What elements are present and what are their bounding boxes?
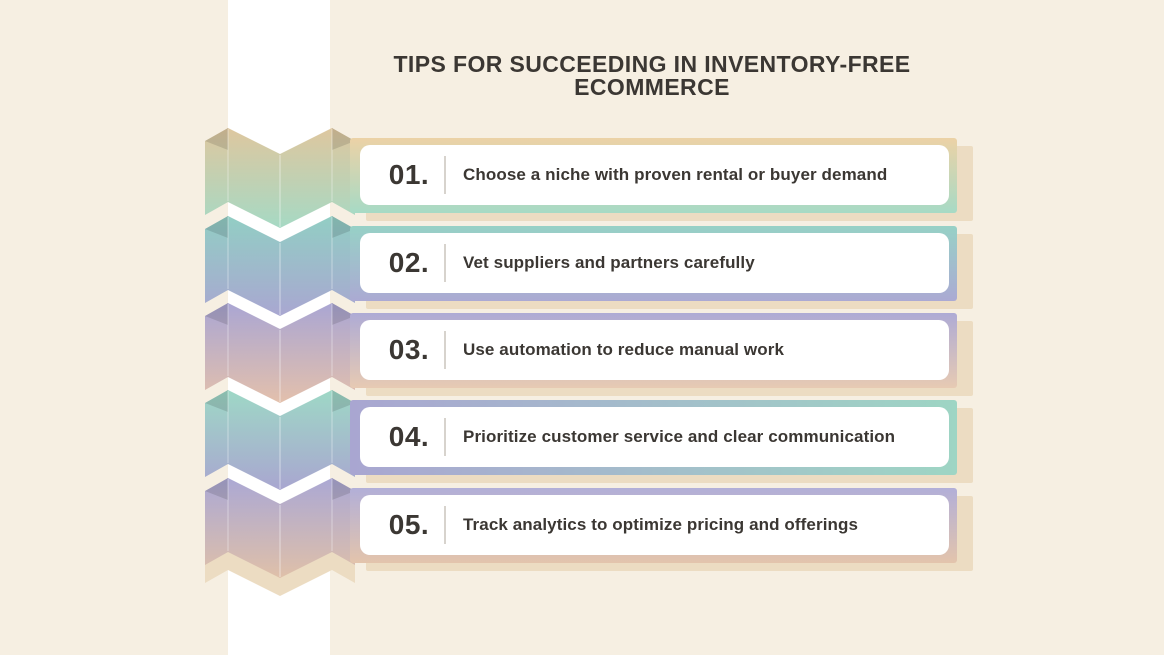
chevron-fold-right <box>332 128 355 150</box>
chevron-fold-left <box>205 478 228 500</box>
tip-card: 05. Track analytics to optimize pricing … <box>360 495 949 555</box>
chevron-fold-left <box>205 128 228 150</box>
tip-row: 02. Vet suppliers and partners carefully <box>350 226 973 309</box>
chevron-fold-right <box>332 390 355 412</box>
tip-card: 04. Prioritize customer service and clea… <box>360 407 949 467</box>
divider-line <box>444 244 446 282</box>
chevron-fold-right <box>332 216 355 238</box>
tip-card: 03. Use automation to reduce manual work <box>360 320 949 380</box>
divider-line <box>444 418 446 456</box>
tip-number: 02. <box>388 247 430 278</box>
tip-row: 04. Prioritize customer service and clea… <box>350 400 973 483</box>
tip-text: Vet suppliers and partners carefully <box>463 253 755 272</box>
tip-number: 01. <box>388 159 430 190</box>
chevron-arrows <box>205 128 355 596</box>
tip-text: Track analytics to optimize pricing and … <box>463 515 859 534</box>
tip-row: 01. Choose a niche with proven rental or… <box>350 138 973 221</box>
tip-row: 05. Track analytics to optimize pricing … <box>350 488 973 571</box>
divider-line <box>444 331 446 369</box>
tip-card: 01. Choose a niche with proven rental or… <box>360 145 949 205</box>
tip-text: Choose a niche with proven rental or buy… <box>463 165 888 184</box>
chevron-fold-left <box>205 303 228 325</box>
tip-number: 05. <box>388 509 430 540</box>
tip-number: 04. <box>388 421 430 452</box>
chevron-fold-right <box>332 478 355 500</box>
tip-card: 02. Vet suppliers and partners carefully <box>360 233 949 293</box>
divider-line <box>444 506 446 544</box>
tip-text: Use automation to reduce manual work <box>463 340 784 359</box>
chevron-fold-left <box>205 216 228 238</box>
row-gradient-frame: 04. Prioritize customer service and clea… <box>350 400 957 475</box>
row-gradient-frame: 02. Vet suppliers and partners carefully <box>350 226 957 301</box>
tip-row: 03. Use automation to reduce manual work <box>350 313 973 396</box>
tip-text: Prioritize customer service and clear co… <box>463 427 896 446</box>
chevron-fold-right <box>332 303 355 325</box>
row-gradient-frame: 01. Choose a niche with proven rental or… <box>350 138 957 213</box>
chevron-fold-left <box>205 390 228 412</box>
row-gradient-frame: 03. Use automation to reduce manual work <box>350 313 957 388</box>
title-line-2: ECOMMERCE <box>574 74 730 100</box>
divider-line <box>444 156 446 194</box>
title-line-1: TIPS FOR SUCCEEDING IN INVENTORY-FREE <box>393 51 911 77</box>
row-gradient-frame: 05. Track analytics to optimize pricing … <box>350 488 957 563</box>
tip-number: 03. <box>388 334 430 365</box>
